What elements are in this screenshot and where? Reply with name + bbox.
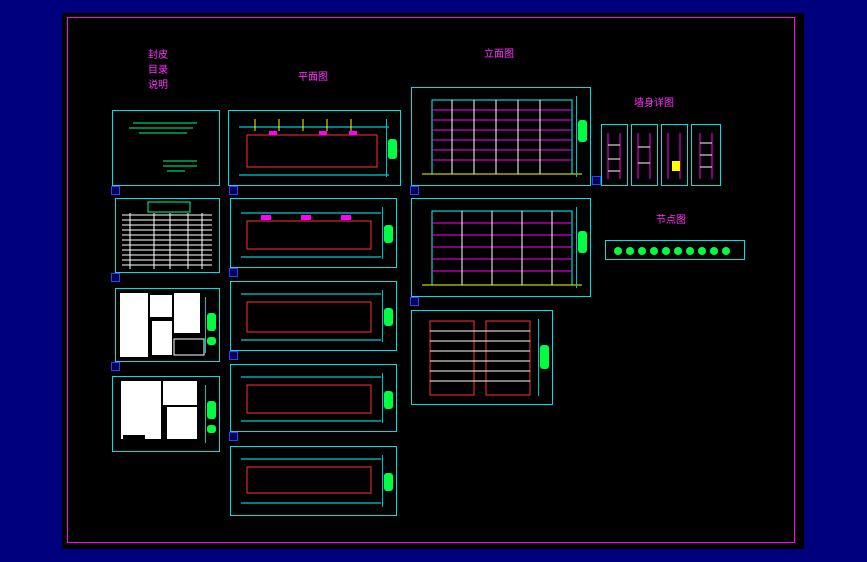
sheet-wall-detail-1[interactable] — [601, 124, 628, 186]
sheet-section[interactable] — [411, 310, 553, 405]
block-marker — [410, 297, 419, 306]
sheet-wall-detail-4[interactable] — [691, 124, 721, 186]
elevation-group-label: 立面图 — [484, 49, 514, 60]
sheet-elevation-2[interactable] — [411, 198, 591, 297]
sheet-node-detail[interactable] — [605, 240, 745, 260]
block-marker — [229, 268, 238, 277]
block-marker — [229, 351, 238, 360]
block-marker — [111, 362, 120, 371]
block-marker — [229, 432, 238, 441]
drawing-canvas — [62, 13, 804, 549]
sheet-plan-1[interactable] — [228, 110, 401, 186]
sheet-contents[interactable] — [115, 198, 220, 273]
wall-detail-group-label: 墙身详图 — [634, 98, 674, 109]
plan-group-label: 平面图 — [298, 72, 328, 83]
block-marker — [592, 176, 601, 185]
sheet-wall-detail-3[interactable] — [661, 124, 688, 186]
sheet-notes-2[interactable] — [112, 376, 220, 452]
contents-label: 目录 — [148, 65, 168, 76]
sheet-plan-3[interactable] — [230, 281, 397, 351]
sheet-notes-1[interactable] — [115, 288, 220, 362]
drawing-frame — [67, 17, 795, 543]
sheet-cover[interactable] — [112, 110, 220, 186]
sheet-plan-2[interactable] — [230, 198, 397, 268]
sheet-plan-4[interactable] — [230, 364, 397, 432]
cover-group-label: 封皮 目录 说明 — [148, 48, 168, 93]
node-detail-group-label: 节点图 — [656, 215, 686, 226]
sheet-elevation-1[interactable] — [411, 87, 591, 186]
block-marker — [111, 186, 120, 195]
sheet-plan-5[interactable] — [230, 446, 397, 516]
sheet-wall-detail-2[interactable] — [631, 124, 658, 186]
block-marker — [229, 186, 238, 195]
cover-label: 封皮 — [148, 50, 168, 61]
notes-label: 说明 — [148, 80, 168, 91]
block-marker — [111, 273, 120, 282]
block-marker — [410, 186, 419, 195]
